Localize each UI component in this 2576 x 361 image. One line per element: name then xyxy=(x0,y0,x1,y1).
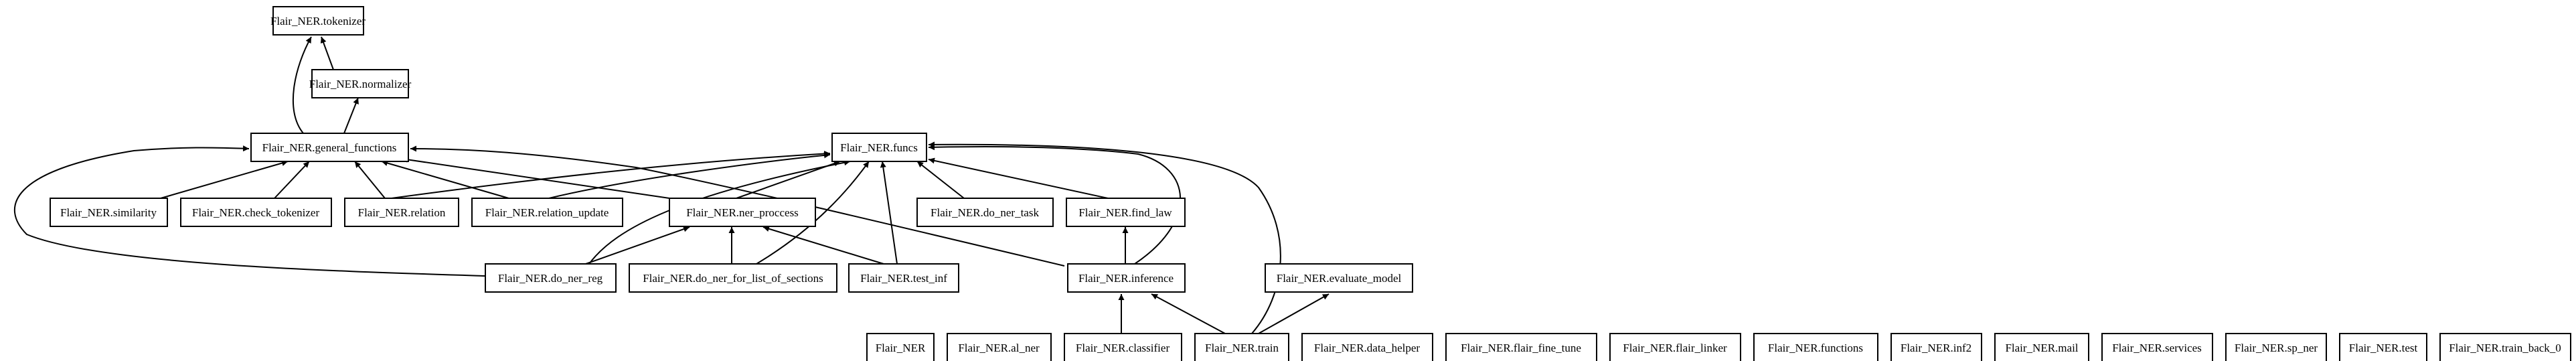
node-flair-linker-label: Flair_NER.flair_linker xyxy=(1623,342,1727,354)
node-test-inf[interactable]: Flair_NER.test_inf xyxy=(848,263,959,293)
node-relation-update[interactable]: Flair_NER.relation_update xyxy=(471,198,623,227)
node-services[interactable]: Flair_NER.services xyxy=(2101,333,2213,361)
node-funcs-label: Flair_NER.funcs xyxy=(840,141,918,154)
node-flair-ner-label: Flair_NER xyxy=(876,342,926,354)
node-general-functions[interactable]: Flair_NER.general_functions xyxy=(250,133,409,162)
node-find-law-label: Flair_NER.find_law xyxy=(1078,206,1172,219)
node-al-ner-label: Flair_NER.al_ner xyxy=(958,342,1040,354)
edge-find-law-to-funcs xyxy=(928,157,1109,199)
node-train-back-0-label: Flair_NER.train_back_0 xyxy=(2449,342,2561,354)
node-data-helper[interactable]: Flair_NER.data_helper xyxy=(1301,333,1433,361)
edge-test-inf-to-funcs xyxy=(880,161,898,265)
edge-do-ner-for-list-of-sections-to-funcs xyxy=(756,161,870,265)
node-inf2[interactable]: Flair_NER.inf2 xyxy=(1890,333,1982,361)
edge-relation-update-to-general-functions xyxy=(381,160,509,199)
node-similarity[interactable]: Flair_NER.similarity xyxy=(50,198,168,227)
node-train-label: Flair_NER.train xyxy=(1205,342,1279,354)
node-funcs[interactable]: Flair_NER.funcs xyxy=(831,133,927,162)
node-mail-label: Flair_NER.mail xyxy=(2005,342,2078,354)
node-inference[interactable]: Flair_NER.inference xyxy=(1067,263,1186,293)
node-do-ner-for-list-of-sections[interactable]: Flair_NER.do_ner_for_list_of_sections xyxy=(629,263,837,293)
node-evaluate-model-label: Flair_NER.evaluate_model xyxy=(1277,272,1402,285)
node-test[interactable]: Flair_NER.test xyxy=(2339,333,2427,361)
node-relation[interactable]: Flair_NER.relation xyxy=(344,198,459,227)
node-relation-update-label: Flair_NER.relation_update xyxy=(485,206,609,219)
edge-similarity-to-general-functions xyxy=(160,160,289,199)
edge-inference-to-general-functions xyxy=(410,145,1065,267)
node-classifier[interactable]: Flair_NER.classifier xyxy=(1064,333,1182,361)
node-general-functions-label: Flair_NER.general_functions xyxy=(262,141,397,154)
node-do-ner-for-list-of-sections-label: Flair_NER.do_ner_for_list_of_sections xyxy=(643,272,823,285)
node-do-ner-task-label: Flair_NER.do_ner_task xyxy=(931,206,1039,219)
node-evaluate-model[interactable]: Flair_NER.evaluate_model xyxy=(1265,263,1413,293)
node-normalizer[interactable]: Flair_NER.normalizer xyxy=(309,69,412,98)
node-do-ner-reg-label: Flair_NER.do_ner_reg xyxy=(498,272,603,285)
edge-train-to-funcs xyxy=(928,141,1281,334)
edge-relation-to-funcs xyxy=(391,151,831,199)
node-ner-proccess-label: Flair_NER.ner_proccess xyxy=(686,206,799,219)
node-test-inf-label: Flair_NER.test_inf xyxy=(860,272,947,285)
node-al-ner[interactable]: Flair_NER.al_ner xyxy=(947,333,1052,361)
node-functions[interactable]: Flair_NER.functions xyxy=(1753,333,1878,361)
edge-general-functions-to-tokenizer xyxy=(292,36,312,134)
node-inference-label: Flair_NER.inference xyxy=(1078,272,1174,285)
edge-general-functions-to-normalizer xyxy=(343,97,359,134)
node-similarity-label: Flair_NER.similarity xyxy=(60,206,157,219)
edge-test-inf-to-ner-proccess xyxy=(762,226,884,265)
node-tokenizer-label: Flair_NER.tokenizer xyxy=(270,15,366,27)
node-classifier-label: Flair_NER.classifier xyxy=(1076,342,1170,354)
node-tokenizer[interactable]: Flair_NER.tokenizer xyxy=(270,6,366,35)
node-ner-proccess[interactable]: Flair_NER.ner_proccess xyxy=(669,198,816,227)
node-services-label: Flair_NER.services xyxy=(2112,342,2202,354)
edge-do-ner-reg-to-funcs xyxy=(588,159,851,265)
edge-do-ner-task-to-funcs xyxy=(916,161,965,199)
edge-train-to-inference xyxy=(1151,293,1226,334)
node-flair-linker[interactable]: Flair_NER.flair_linker xyxy=(1609,333,1741,361)
edge-do-ner-reg-to-ner-proccess xyxy=(585,226,690,265)
node-check-tokenizer-label: Flair_NER.check_tokenizer xyxy=(192,206,320,219)
edge-check-tokenizer-to-general-functions xyxy=(274,161,310,199)
node-check-tokenizer[interactable]: Flair_NER.check_tokenizer xyxy=(180,198,332,227)
node-flair-fine-tune[interactable]: Flair_NER.flair_fine_tune xyxy=(1445,333,1597,361)
node-flair-fine-tune-label: Flair_NER.flair_fine_tune xyxy=(1461,342,1581,354)
node-data-helper-label: Flair_NER.data_helper xyxy=(1314,342,1420,354)
nodes: Flair_NER.tokenizer Flair_NER.normalizer… xyxy=(50,6,2571,361)
node-sp-ner-label: Flair_NER.sp_ner xyxy=(2235,342,2318,354)
node-train-back-0[interactable]: Flair_NER.train_back_0 xyxy=(2439,333,2571,361)
node-find-law[interactable]: Flair_NER.find_law xyxy=(1066,198,1186,227)
node-normalizer-label: Flair_NER.normalizer xyxy=(309,78,412,90)
node-train[interactable]: Flair_NER.train xyxy=(1194,333,1289,361)
node-functions-label: Flair_NER.functions xyxy=(1768,342,1863,354)
node-inf2-label: Flair_NER.inf2 xyxy=(1901,342,1971,354)
edge-relation-update-to-funcs xyxy=(548,152,831,199)
node-do-ner-reg[interactable]: Flair_NER.do_ner_reg xyxy=(485,263,617,293)
edge-ner-proccess-to-general-functions xyxy=(401,156,670,199)
node-flair-ner[interactable]: Flair_NER xyxy=(866,333,935,361)
node-test-label: Flair_NER.test xyxy=(2349,342,2418,354)
node-mail[interactable]: Flair_NER.mail xyxy=(1994,333,2089,361)
edge-do-ner-reg-to-general-functions xyxy=(13,145,486,277)
node-relation-label: Flair_NER.relation xyxy=(358,206,446,219)
node-sp-ner[interactable]: Flair_NER.sp_ner xyxy=(2225,333,2327,361)
edge-train-to-evaluate-model xyxy=(1258,293,1330,334)
edge-relation-to-general-functions xyxy=(354,161,386,199)
edge-normalizer-to-tokenizer xyxy=(320,36,334,70)
node-do-ner-task[interactable]: Flair_NER.do_ner_task xyxy=(916,198,1054,227)
